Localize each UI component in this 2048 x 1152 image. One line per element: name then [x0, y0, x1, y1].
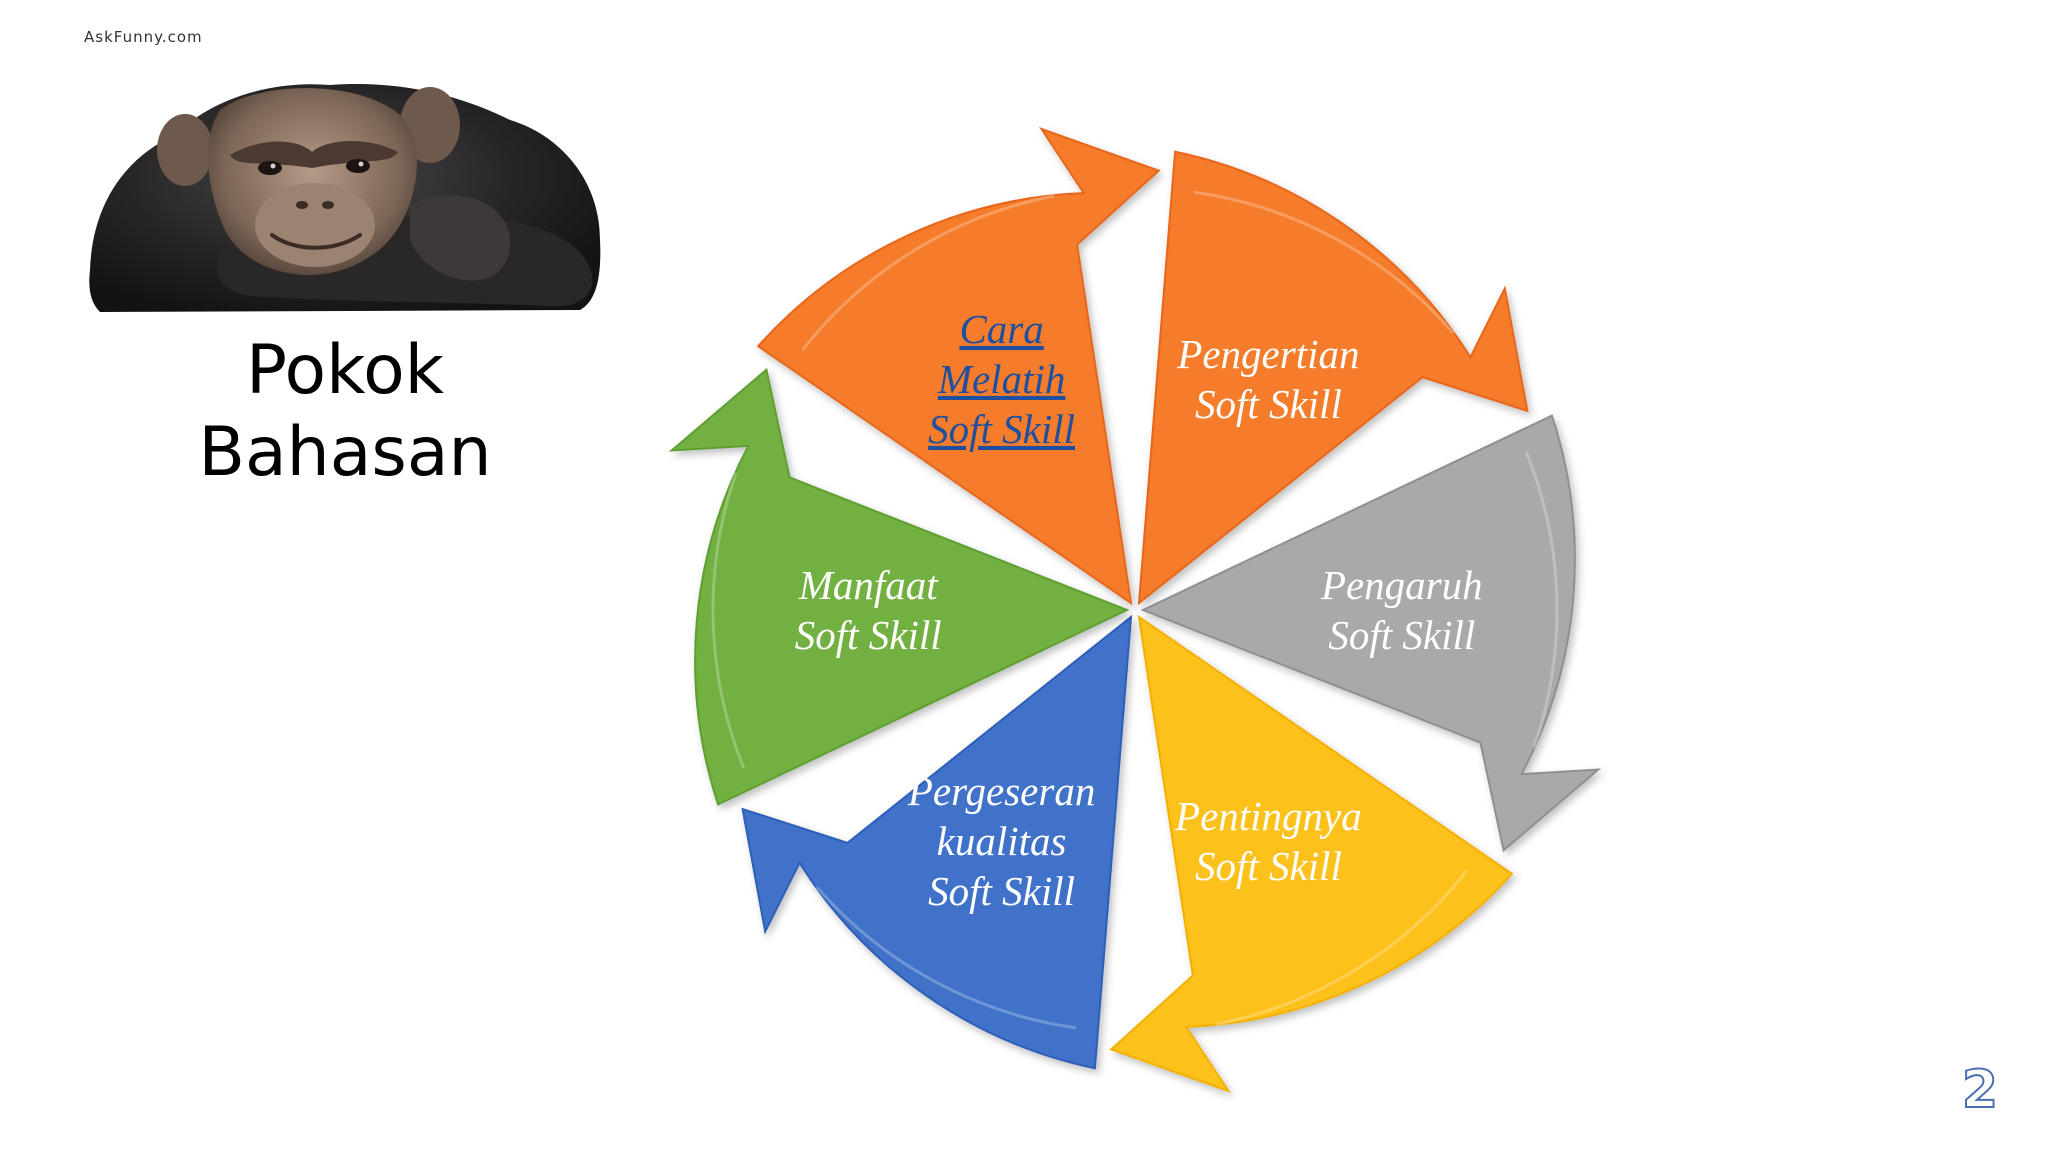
- segment-label-line: Pengaruh: [1320, 562, 1483, 608]
- segment-label-line: Soft Skill: [1195, 381, 1342, 427]
- segment-label-line: Pentingnya: [1174, 793, 1362, 839]
- segment-highlight: [815, 885, 1077, 1030]
- segment-label-line: Soft Skill: [1328, 612, 1475, 658]
- segment-highlight: [711, 472, 746, 769]
- segment-label-line: Soft Skill: [795, 612, 942, 658]
- slide-title: Pokok Bahasan: [150, 330, 540, 494]
- segment-label-line: Pergeseran: [907, 768, 1095, 814]
- title-line-1: Pokok: [245, 331, 445, 410]
- cycle-segment: [1137, 150, 1529, 606]
- segment-label-line: Soft Skill: [928, 868, 1075, 914]
- watermark-text: AskFunny.com: [84, 28, 203, 46]
- segment-label-line: Soft Skill: [1195, 843, 1342, 889]
- segment-label-line: Melatih: [937, 356, 1066, 402]
- segment-highlight: [1524, 451, 1559, 748]
- page-number: 2: [1961, 1059, 1999, 1121]
- cycle-segment: [668, 367, 1130, 806]
- segment-label-line: Soft Skill: [928, 406, 1075, 452]
- segment-label-line: kualitas: [937, 818, 1067, 864]
- segment-highlight: [1193, 190, 1455, 335]
- segment-label-line: Pengertian: [1176, 331, 1359, 377]
- cycle-segment: [1109, 614, 1514, 1093]
- title-line-2: Bahasan: [198, 413, 492, 492]
- segment-label-line: Cara: [959, 306, 1043, 352]
- chimpanzee-photo: [89, 84, 601, 312]
- segment-label-line: Manfaat: [798, 562, 940, 608]
- segment-highlight: [801, 194, 1055, 352]
- cycle-segment: [756, 127, 1161, 606]
- segment-highlight: [1215, 868, 1469, 1026]
- cycle-segment: [741, 614, 1133, 1070]
- cycle-segment: [1140, 414, 1602, 853]
